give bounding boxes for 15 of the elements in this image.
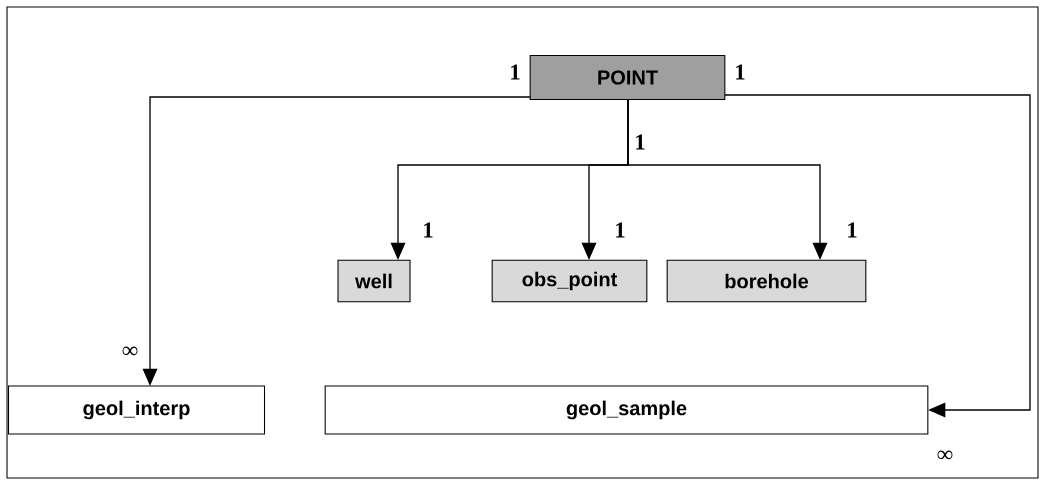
cardinality-label: 1 [616,222,625,238]
cardinality-label: 1 [736,64,745,80]
connector-arrow [724,94,1031,418]
cardinality-label: ∞ [122,346,138,356]
cardinality-label: 1 [636,134,645,150]
entity-box: geol_interp [8,385,266,435]
cardinality-label: 1 [848,222,857,238]
entity-box: geol_sample [324,385,929,435]
cardinality-label: ∞ [937,450,953,460]
cardinality-label: 1 [424,222,433,238]
entity-box: POINT [529,54,726,101]
entity-box: well [337,259,411,303]
entity-box: borehole [666,259,867,303]
cardinality-label: 1 [511,64,520,80]
entity-box: obs_point [491,259,648,303]
